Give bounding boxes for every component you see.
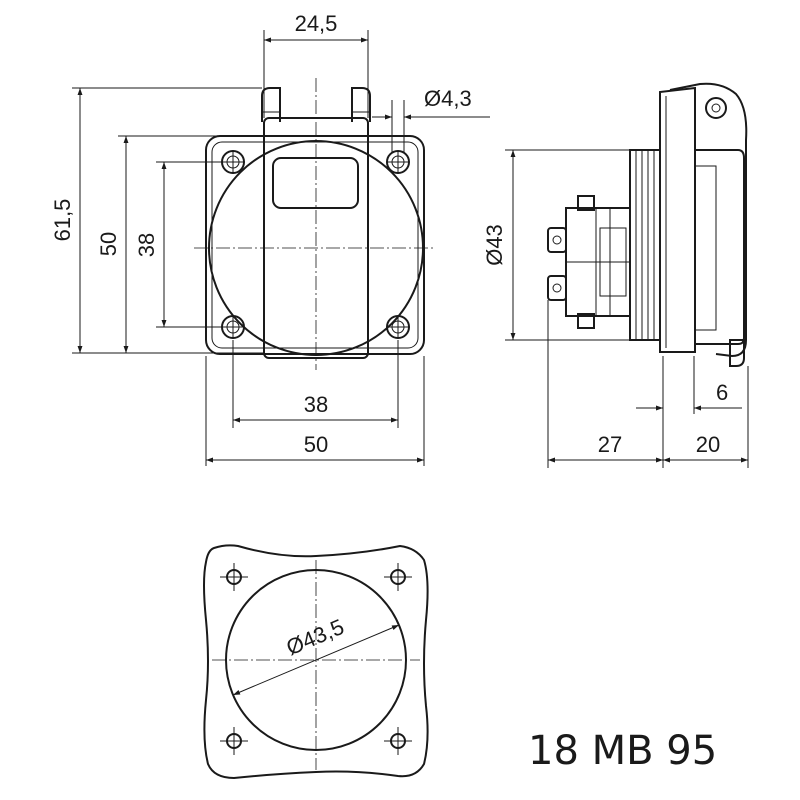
dim-flange-width: 50 xyxy=(304,432,328,457)
dim-rear-depth: 27 xyxy=(598,432,622,457)
side-dimensions: Ø43 27 20 6 xyxy=(482,149,749,468)
dim-hole-diameter: Ø4,3 xyxy=(424,86,472,111)
side-cover-profile xyxy=(669,82,748,358)
dim-body-diameter: Ø43 xyxy=(482,224,507,266)
front-hinge-left xyxy=(261,87,281,122)
cutout-flange-outline xyxy=(203,544,429,780)
front-hinge-right xyxy=(351,87,371,122)
front-dimensions: 24,5 Ø4,3 61,5 50 38 38 50 xyxy=(50,11,490,466)
dim-hole-pitch-horizontal: 38 xyxy=(304,392,328,417)
dim-front-depth: 20 xyxy=(696,432,720,457)
dim-flange-height: 50 xyxy=(96,232,121,256)
dim-lip-depth: 6 xyxy=(716,380,728,405)
dim-total-height: 61,5 xyxy=(50,199,75,242)
side-hinge-pin xyxy=(705,97,727,119)
side-view xyxy=(547,82,748,367)
front-flange-inner xyxy=(211,141,419,349)
part-number: 18 MB 95 xyxy=(528,728,717,774)
dim-hole-pitch-vertical: 38 xyxy=(134,233,159,257)
panel-cutout-view: Ø43,5 xyxy=(203,544,429,780)
side-terminal-block xyxy=(547,195,631,329)
side-front-rim xyxy=(659,86,696,353)
front-view xyxy=(194,78,436,370)
side-body xyxy=(629,149,661,341)
dim-cutout-diameter: Ø43,5 xyxy=(283,614,348,660)
front-label-window xyxy=(272,157,359,209)
cutout-mounting-holes xyxy=(220,563,412,755)
dim-cap-width: 24,5 xyxy=(295,11,338,36)
side-collar xyxy=(695,149,745,345)
front-mounting-holes xyxy=(221,150,410,339)
